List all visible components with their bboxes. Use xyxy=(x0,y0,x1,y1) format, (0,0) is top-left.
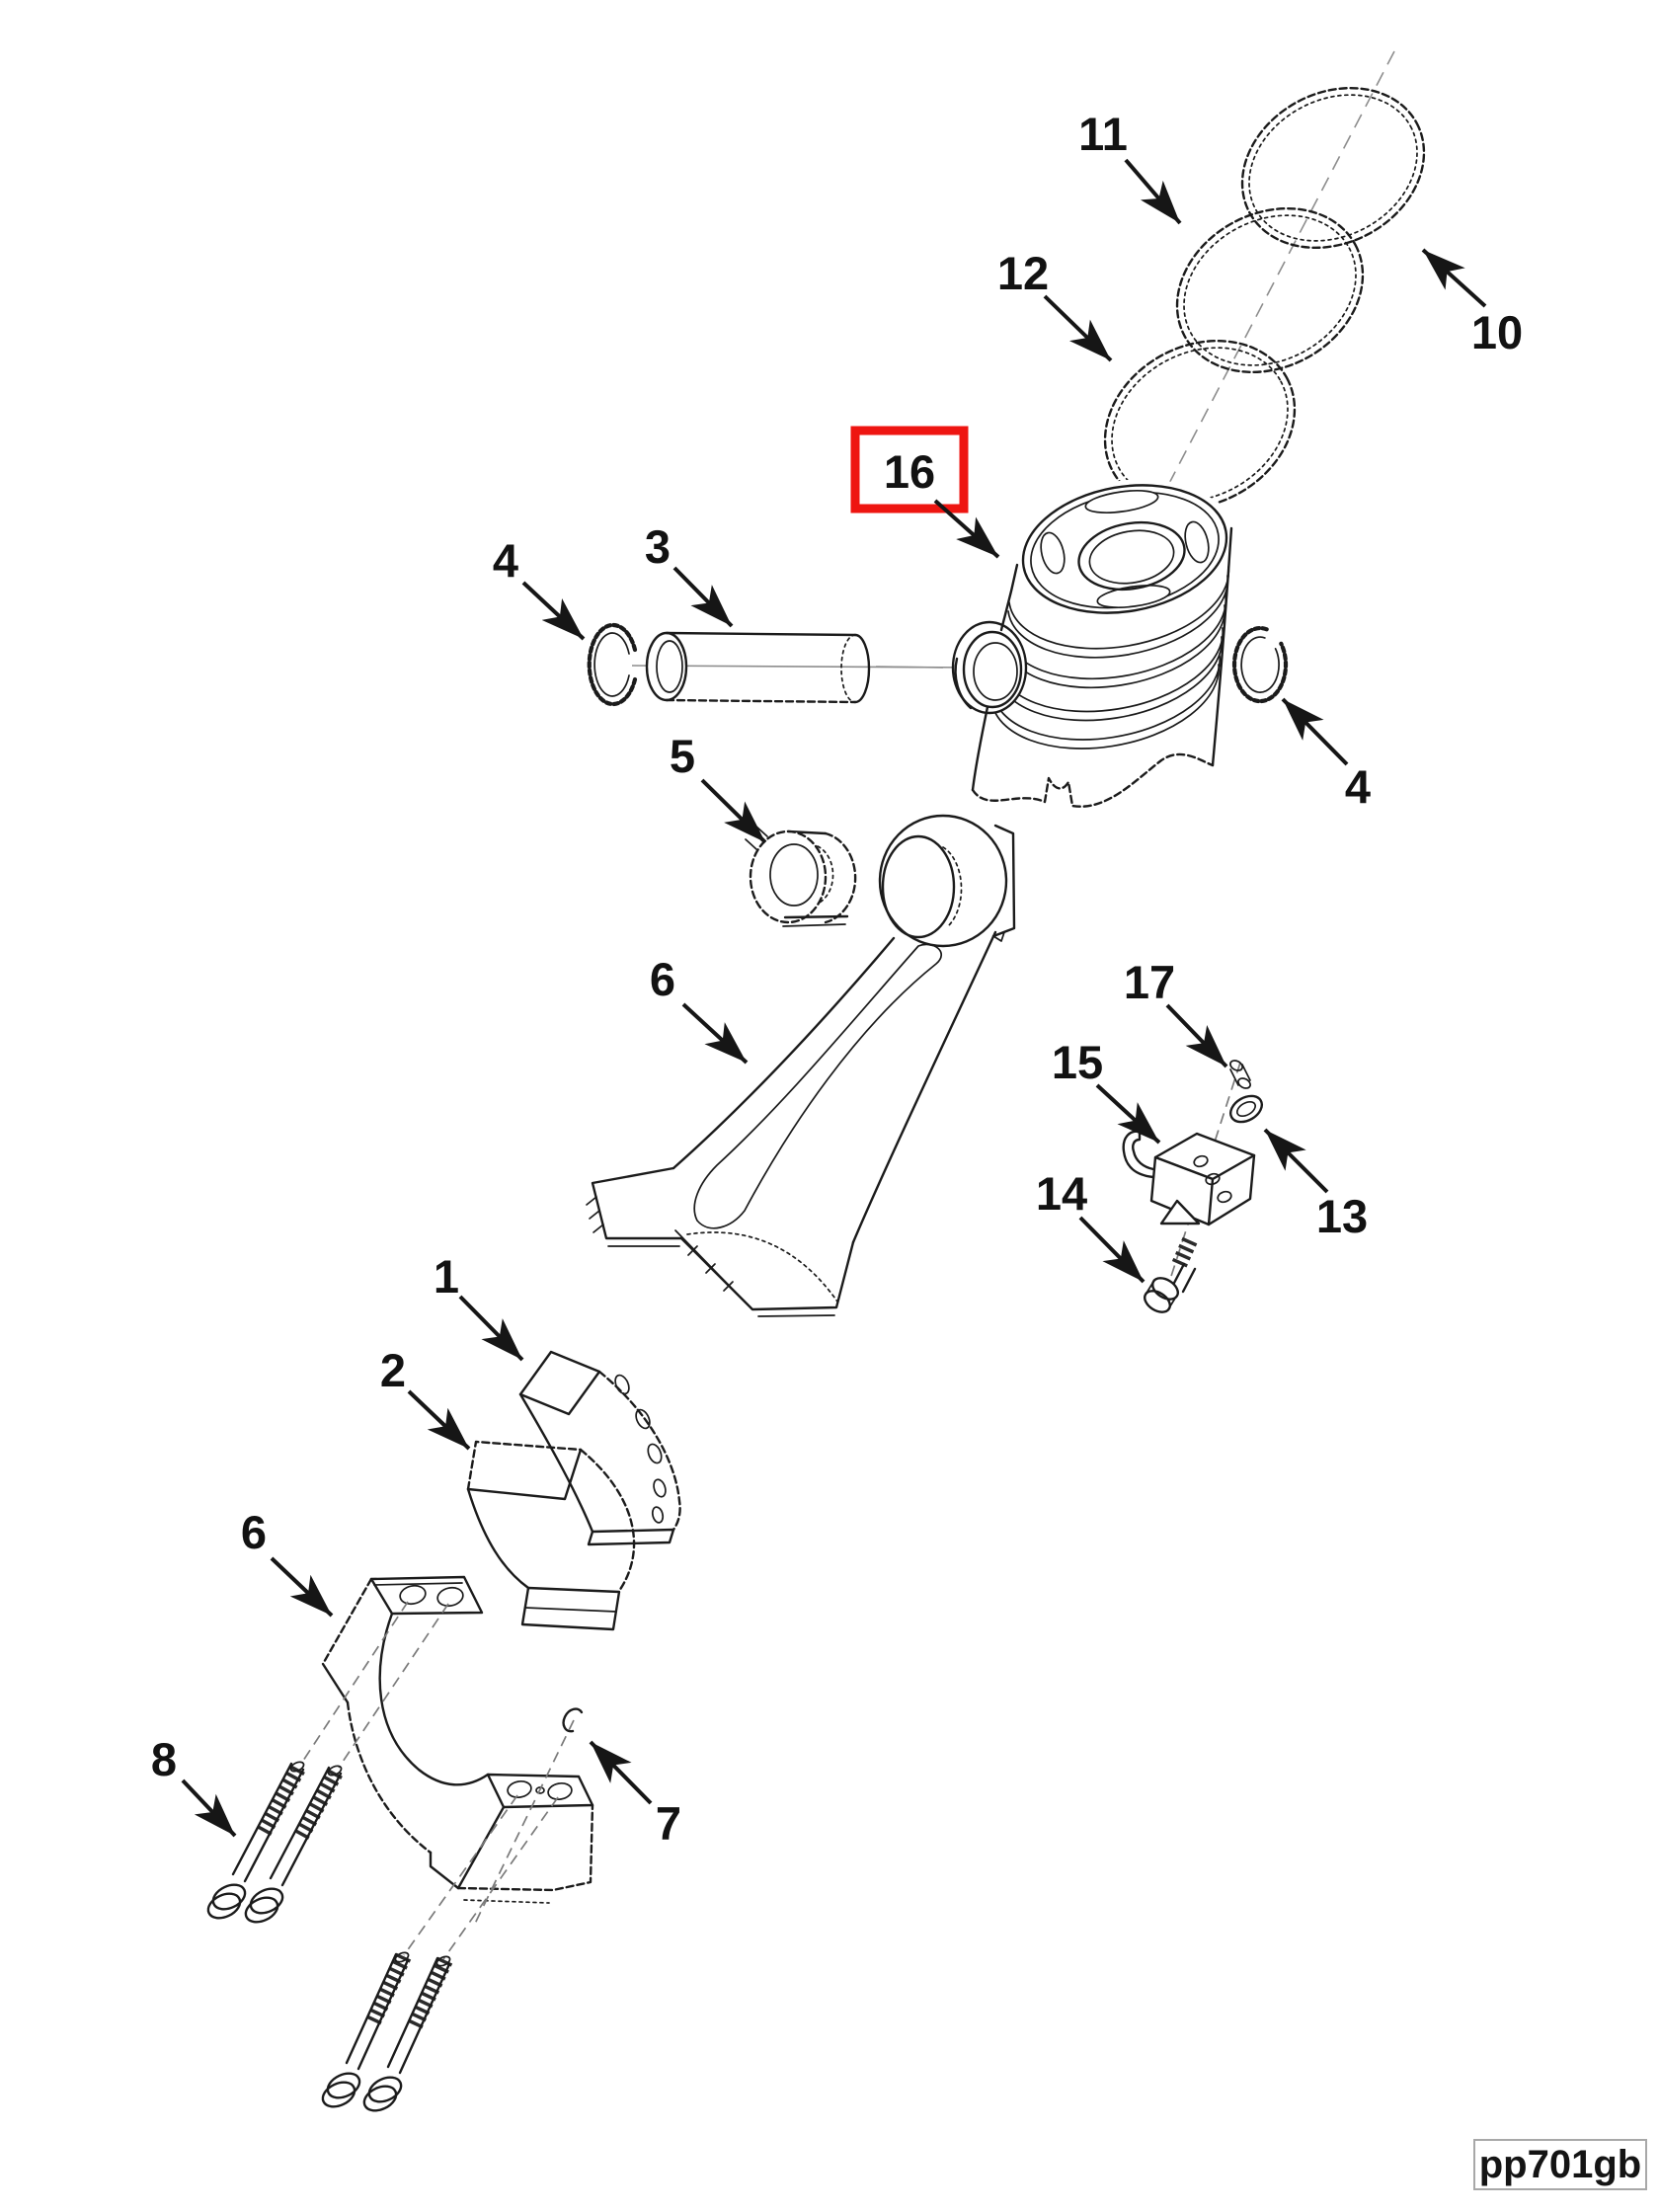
callout-arrow-4b xyxy=(1281,697,1349,766)
callout-label-7: 7 xyxy=(656,1797,681,1850)
callout-arrow-17 xyxy=(1165,1003,1228,1068)
nozzle-hook-tube xyxy=(1122,1130,1155,1179)
callout-arrow-14 xyxy=(1078,1216,1146,1284)
piston-valve-reliefs xyxy=(1040,489,1210,609)
callout-6a[interactable]: 6 xyxy=(650,953,749,1065)
callout-2[interactable]: 2 xyxy=(380,1344,471,1451)
cap-bolt-8b xyxy=(244,1765,345,1924)
callout-6b[interactable]: 6 xyxy=(241,1506,334,1618)
nozzle-pin-17 xyxy=(1229,1060,1251,1089)
piston-16 xyxy=(951,479,1233,808)
callout-label-13: 13 xyxy=(1316,1190,1368,1242)
callout-arrow-4a xyxy=(521,581,586,641)
cap-bolt-8a xyxy=(206,1761,307,1920)
callout-arrow-2 xyxy=(407,1389,471,1451)
piston-ring-11 xyxy=(1175,206,1365,374)
cap-bolt-8c xyxy=(321,1951,412,2108)
callout-label-8: 8 xyxy=(151,1733,177,1785)
cap-bolt-8d xyxy=(362,1955,453,2112)
callout-12[interactable]: 12 xyxy=(997,247,1113,362)
callout-3[interactable]: 3 xyxy=(645,520,734,628)
callout-arrow-6b xyxy=(270,1556,334,1618)
callout-label-5: 5 xyxy=(670,730,695,782)
callout-arrow-15 xyxy=(1095,1083,1161,1145)
callout-label-14: 14 xyxy=(1036,1167,1087,1220)
callout-arrow-1 xyxy=(458,1295,524,1362)
callout-label-4a: 4 xyxy=(493,534,518,587)
bearing-shell-lower-2 xyxy=(466,1440,636,1631)
callout-arrow-11 xyxy=(1124,158,1182,225)
callout-1[interactable]: 1 xyxy=(434,1250,524,1362)
callout-15[interactable]: 15 xyxy=(1052,1036,1161,1145)
callout-17[interactable]: 17 xyxy=(1124,956,1228,1068)
callout-4a[interactable]: 4 xyxy=(493,534,586,641)
callout-layer: 11 10 12 16 4 3 4 5 6 17 15 13 14 12 6 8 7 xyxy=(151,108,1523,1850)
callout-arrow-10 xyxy=(1421,248,1487,308)
callout-arrow-12 xyxy=(1043,294,1113,362)
callout-16[interactable]: 16 xyxy=(850,426,1000,559)
callout-label-11: 11 xyxy=(1078,108,1128,160)
connecting-rod-6 xyxy=(586,814,1016,1317)
callout-10[interactable]: 10 xyxy=(1421,248,1523,358)
callout-arrow-8 xyxy=(181,1778,237,1838)
bolt-centerlines xyxy=(300,1601,575,1960)
dowel-pin-7 xyxy=(562,1707,584,1733)
nozzle-bolt-14 xyxy=(1144,1236,1198,1313)
bearing-cap-6 xyxy=(321,1575,594,1904)
piston-ring-10 xyxy=(1240,86,1426,250)
snap-ring-4-right xyxy=(1231,625,1289,704)
callout-14[interactable]: 14 xyxy=(1036,1167,1146,1284)
callout-label-16: 16 xyxy=(884,445,935,498)
cooling-nozzle-15 xyxy=(1122,1130,1256,1226)
callout-arrow-16 xyxy=(933,499,1000,559)
callout-7[interactable]: 7 xyxy=(589,1740,681,1850)
callout-arrow-13 xyxy=(1263,1128,1329,1194)
piston-pin-bore xyxy=(951,620,1028,715)
callout-label-12: 12 xyxy=(997,247,1049,299)
piston-silhouette xyxy=(973,479,1231,807)
callout-arrow-3 xyxy=(672,566,734,628)
piston-pin-3 xyxy=(645,631,871,704)
highlight-box xyxy=(850,426,969,514)
callout-label-3: 3 xyxy=(645,520,671,573)
part-code-box: pp701gb xyxy=(1473,2139,1647,2190)
callout-11[interactable]: 11 xyxy=(1078,108,1182,225)
piston-ring-12 xyxy=(1103,339,1297,511)
callout-13[interactable]: 13 xyxy=(1263,1128,1368,1242)
callout-label-10: 10 xyxy=(1471,306,1523,358)
snap-ring-4-left xyxy=(587,622,638,707)
callout-4b[interactable]: 4 xyxy=(1281,697,1371,813)
callout-arrow-5 xyxy=(700,778,767,844)
bearing-shell-upper-1 xyxy=(518,1350,681,1546)
callout-label-6a: 6 xyxy=(650,953,675,1005)
part-code: pp701gb xyxy=(1478,2142,1642,2186)
callout-label-1: 1 xyxy=(434,1250,459,1303)
callout-label-2: 2 xyxy=(380,1344,406,1396)
callout-label-6b: 6 xyxy=(241,1506,267,1558)
callout-5[interactable]: 5 xyxy=(670,730,767,844)
callout-8[interactable]: 8 xyxy=(151,1733,237,1838)
callout-arrow-7 xyxy=(589,1740,653,1805)
o-ring-13 xyxy=(1228,1094,1264,1124)
callout-label-17: 17 xyxy=(1124,956,1175,1008)
centerlines xyxy=(631,50,1395,1299)
callout-label-4b: 4 xyxy=(1345,760,1371,813)
callout-label-15: 15 xyxy=(1052,1036,1103,1088)
callout-arrow-6a xyxy=(681,1002,749,1065)
